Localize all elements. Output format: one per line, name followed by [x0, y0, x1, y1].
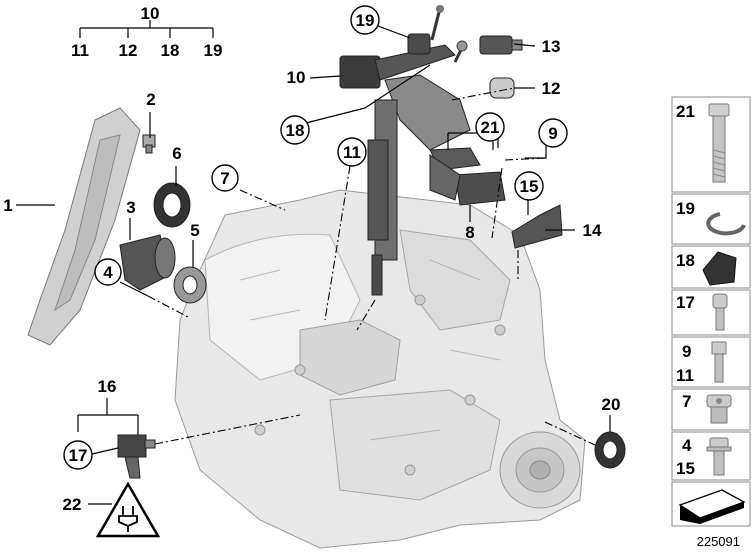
- hex-bolt-icon: [711, 341, 727, 383]
- callout-17: 17: [69, 446, 88, 465]
- callout-11-group: 11: [71, 41, 89, 60]
- legend-num-9: 9: [682, 342, 691, 361]
- callout-12: 12: [542, 79, 561, 98]
- callout-22: 22: [63, 495, 82, 514]
- callout-13: 13: [542, 37, 561, 56]
- legend-num-4: 4: [682, 436, 692, 455]
- legend-num-21: 21: [676, 102, 695, 121]
- circlip-icon: [706, 212, 746, 236]
- shim-plate-icon: [678, 489, 746, 524]
- part-12-cap: [489, 77, 515, 99]
- callout-3: 3: [126, 198, 135, 217]
- callout-10: 10: [287, 68, 306, 87]
- bolt-long-icon: [708, 103, 730, 183]
- callout-6: 6: [172, 144, 181, 163]
- legend-num-11: 11: [676, 366, 694, 385]
- part-14-plate: [511, 204, 563, 249]
- part-17-sensor: [117, 434, 156, 479]
- gearshift-assembly: [339, 5, 471, 296]
- part-22-esd-warning-icon: [95, 481, 161, 538]
- leader-lines: [16, 20, 611, 505]
- callout-20: 20: [602, 395, 621, 414]
- plug-screw-icon: [706, 394, 732, 424]
- torx-bolt-icon: [712, 293, 728, 331]
- callout-19-group: 19: [204, 41, 223, 60]
- callout-21: 21: [481, 118, 500, 137]
- flange-bolt-icon: [706, 437, 732, 476]
- fastener-legend: 21 19 18 17 9 11: [671, 96, 751, 549]
- part-5-bearing: [173, 266, 207, 304]
- callout-19: 19: [356, 11, 375, 30]
- diagram-code: 225091: [697, 534, 740, 549]
- part-20-seal: [594, 431, 626, 469]
- callout-16: 16: [98, 377, 117, 396]
- legend-num-15: 15: [676, 459, 695, 478]
- callout-12-group: 12: [119, 41, 138, 60]
- callout-1: 1: [3, 196, 12, 215]
- callout-2: 2: [146, 90, 155, 109]
- part-6-seal: [153, 182, 191, 228]
- legend-num-17: 17: [676, 293, 695, 312]
- callout-14: 14: [583, 221, 602, 240]
- rubber-mount-icon: [702, 251, 737, 286]
- callout-15: 15: [520, 177, 539, 196]
- part-8-bracket: [429, 147, 506, 206]
- callout-11: 11: [343, 143, 361, 162]
- part-2-screw: [142, 134, 156, 154]
- gearbox-housing: [174, 189, 586, 549]
- part-13-switch: [479, 35, 523, 55]
- legend-num-7: 7: [682, 392, 691, 411]
- legend-num-19: 19: [676, 199, 695, 218]
- callout-10-group: 10: [141, 4, 160, 23]
- callout-18: 18: [286, 121, 305, 140]
- callout-4: 4: [103, 263, 113, 282]
- callouts: 10 11 12 18 19 1 2 3 6 5 4 7 10 19 18 11…: [3, 4, 620, 514]
- legend-num-18: 18: [676, 251, 695, 270]
- callout-9: 9: [548, 124, 557, 143]
- part-1-release-lever: [27, 107, 141, 346]
- callout-7: 7: [220, 169, 229, 188]
- part-3-guide-sleeve: [119, 234, 176, 291]
- callout-18-group: 18: [161, 41, 180, 60]
- callout-8: 8: [465, 223, 474, 242]
- callout-5: 5: [190, 221, 199, 240]
